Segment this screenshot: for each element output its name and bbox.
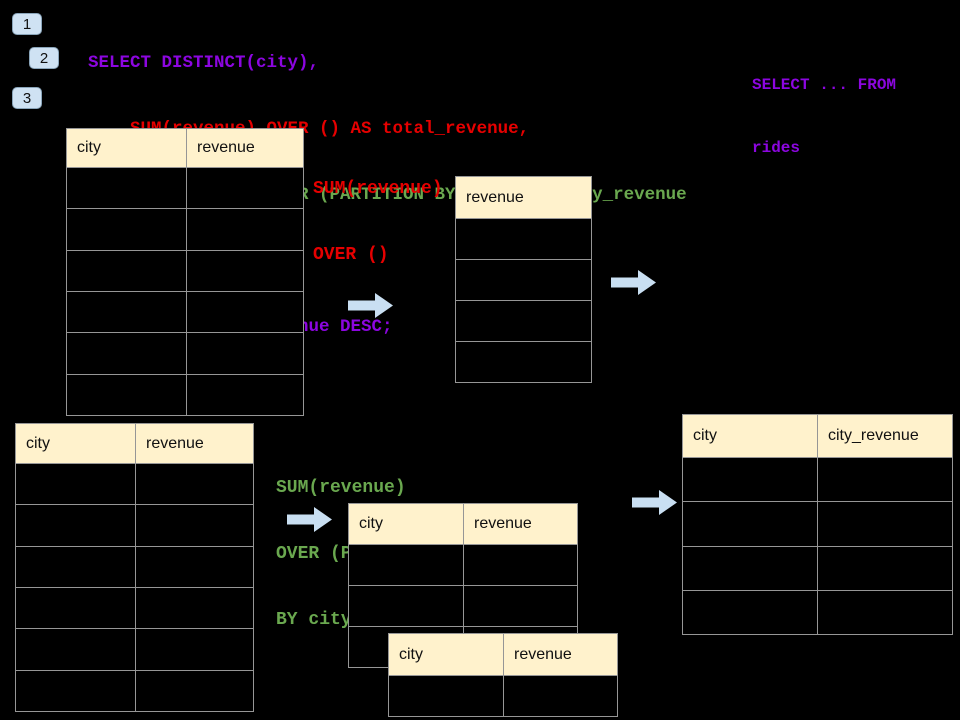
table-cell xyxy=(817,545,953,591)
side-note: SELECT ... FROM rides xyxy=(752,33,896,201)
table-cell xyxy=(135,504,254,547)
arrow-right-icon xyxy=(632,490,677,515)
column-header-revenue: revenue xyxy=(455,176,592,219)
table-cell xyxy=(135,586,254,630)
step-badge-1: 1 xyxy=(12,13,42,35)
table-cell xyxy=(135,628,254,671)
arrow-right-icon xyxy=(348,293,393,318)
table-total-revenue: revenue xyxy=(455,176,592,383)
table-cell xyxy=(348,585,464,627)
table-cell xyxy=(186,373,304,417)
step-badge-2-label: 2 xyxy=(39,49,49,67)
column-header-revenue: revenue xyxy=(135,423,254,464)
table-cell xyxy=(682,501,818,547)
table-cell xyxy=(135,545,254,588)
table-cell xyxy=(388,675,504,717)
table-cell xyxy=(66,332,187,375)
step-badge-2: 2 xyxy=(29,47,59,69)
table-cell xyxy=(66,290,187,334)
table-cell xyxy=(463,544,578,586)
arrow-right-icon xyxy=(611,270,656,295)
table-cell xyxy=(186,166,304,210)
table-source-top: city revenue xyxy=(66,128,304,417)
step-badge-3-label: 3 xyxy=(22,89,32,107)
label-total-line-1: SUM(revenue) xyxy=(313,179,443,199)
table-cell xyxy=(503,675,618,717)
table-cell xyxy=(682,545,818,591)
table-cell xyxy=(455,300,592,342)
column-header-city: city xyxy=(682,414,818,458)
side-note-line-1: SELECT ... FROM xyxy=(752,76,897,94)
table-result-city-revenue: city city_revenue xyxy=(682,414,953,636)
step-badge-1-label: 1 xyxy=(22,15,32,33)
table-cell xyxy=(455,218,592,260)
table-cell xyxy=(66,249,187,292)
table-cell xyxy=(186,249,304,292)
table-source-bottom: city revenue xyxy=(15,423,254,713)
table-cell xyxy=(186,332,304,375)
column-header-city: city xyxy=(15,423,136,464)
table-cell xyxy=(15,628,136,671)
table-cell xyxy=(348,544,464,586)
arrow-right-icon xyxy=(287,507,332,532)
table-cell xyxy=(455,341,592,383)
table-partition-overlay: city revenue xyxy=(388,633,618,717)
table-cell xyxy=(135,669,254,713)
table-cell xyxy=(682,589,818,636)
label-total-revenue: SUM(revenue) OVER () xyxy=(313,134,443,310)
table-cell xyxy=(135,462,254,506)
column-header-revenue: revenue xyxy=(503,633,618,676)
label-partition-line-1: SUM(revenue) xyxy=(276,478,406,498)
table-cell xyxy=(455,259,592,301)
table-cell xyxy=(66,373,187,417)
column-header-city: city xyxy=(66,128,187,168)
table-cell xyxy=(15,504,136,547)
column-header-city: city xyxy=(348,503,464,545)
column-header-revenue: revenue xyxy=(463,503,578,545)
table-cell xyxy=(186,208,304,251)
table-cell xyxy=(66,208,187,251)
table-cell xyxy=(186,290,304,334)
table-cell xyxy=(66,166,187,210)
table-cell xyxy=(15,462,136,506)
table-cell xyxy=(817,589,953,636)
side-note-line-2: rides xyxy=(752,139,801,157)
table-cell xyxy=(463,585,578,627)
sql-line-select: SELECT DISTINCT(city), xyxy=(88,53,320,73)
column-header-city-revenue: city_revenue xyxy=(817,414,953,458)
table-cell xyxy=(817,456,953,503)
table-cell xyxy=(817,501,953,547)
table-cell xyxy=(15,586,136,630)
table-cell xyxy=(682,456,818,503)
table-cell xyxy=(15,669,136,713)
table-cell xyxy=(15,545,136,588)
column-header-city: city xyxy=(388,633,504,676)
column-header-revenue: revenue xyxy=(186,128,304,168)
step-badge-3: 3 xyxy=(12,87,42,109)
label-total-line-2: OVER () xyxy=(313,245,389,265)
